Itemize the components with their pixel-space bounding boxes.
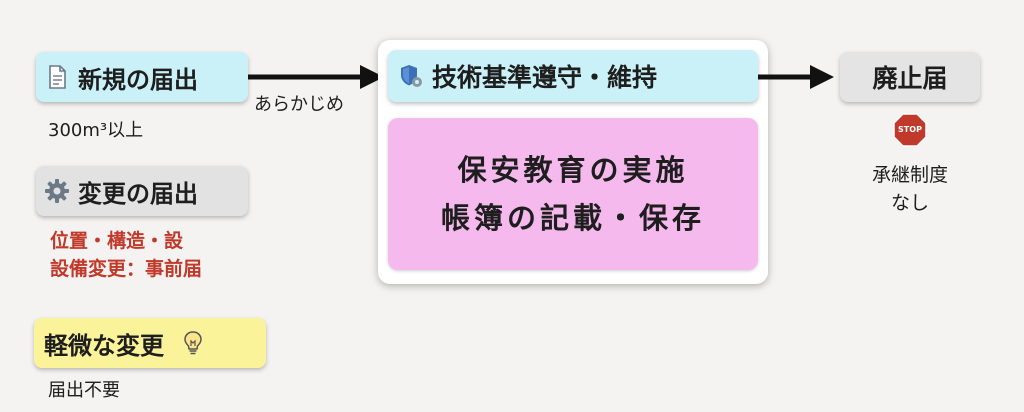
gear-icon: [45, 179, 69, 203]
compliance-box: 技術基準遵守・維持: [388, 50, 758, 102]
change-notice-box: 変更の届出: [36, 166, 248, 216]
abolition-box: 廃止届: [840, 52, 980, 102]
minor-change-note: 届出不要: [48, 380, 120, 401]
stop-sign-icon: STOP: [893, 113, 927, 147]
duties-box: 保安教育の実施 帳簿の記載・保存: [388, 118, 758, 270]
minor-change-box: 軽微な変更: [34, 318, 266, 368]
stop-label: STOP: [898, 125, 922, 134]
duty-education: 保安教育の実施: [457, 153, 689, 187]
abolition-note-line-1: 承継制度: [871, 164, 948, 186]
document-icon: [49, 65, 66, 89]
minor-change-title: 軽微な変更: [44, 331, 164, 360]
flow-arrow-1: [248, 65, 384, 89]
shield-gear-icon: [401, 65, 422, 87]
change-notice-title: 変更の届出: [78, 179, 198, 208]
abolition-title: 廃止届: [872, 64, 948, 93]
new-notice-condition: 300m³以上: [48, 120, 144, 141]
advance-label: あらかじめ: [254, 94, 344, 115]
new-notice-box: 新規の届出: [36, 52, 248, 102]
flow-arrow-2: [758, 65, 834, 89]
new-notice-title: 新規の届出: [78, 65, 198, 94]
lightbulb-icon: [184, 331, 202, 355]
duty-ledger: 帳簿の記載・保存: [440, 201, 705, 235]
change-note-line-1: 位置・構造・設: [50, 230, 184, 252]
change-note-line-2: 設備変更：事前届: [50, 258, 203, 280]
abolition-note-line-2: なし: [890, 192, 929, 214]
compliance-title: 技術基準遵守・維持: [432, 63, 658, 92]
